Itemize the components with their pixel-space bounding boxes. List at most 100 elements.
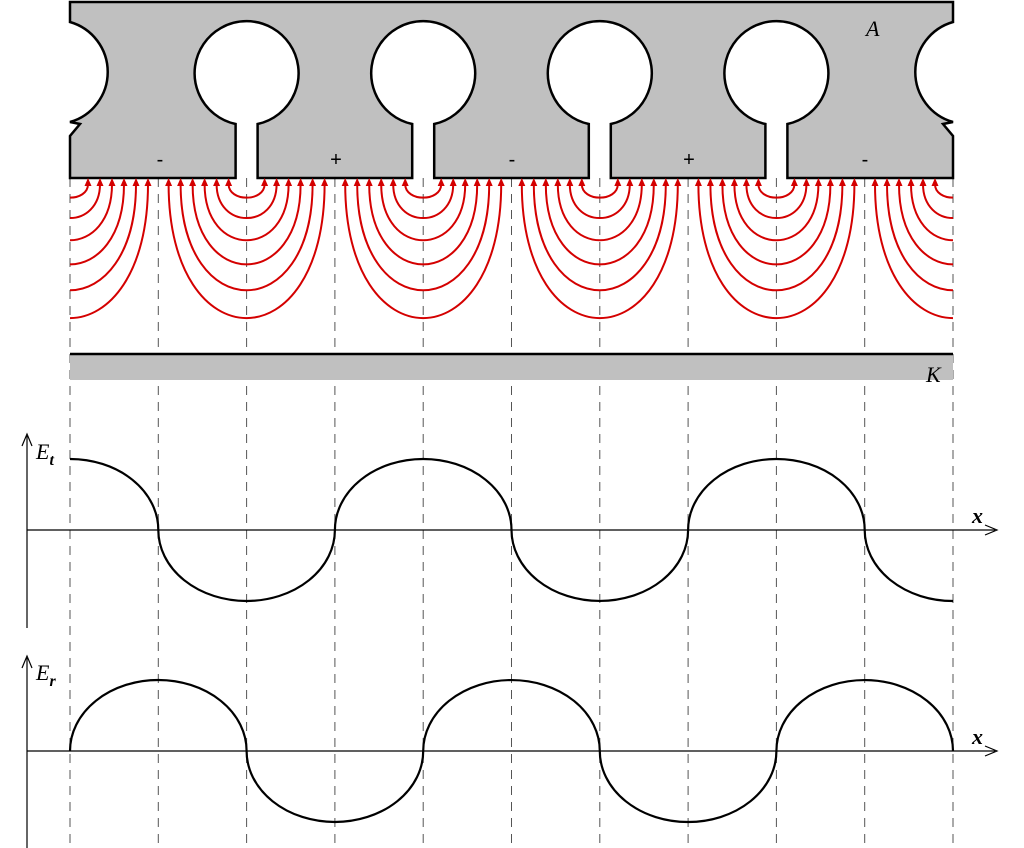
field-line-arc bbox=[70, 183, 149, 319]
field-line-arrow bbox=[650, 178, 658, 186]
anode-label: A bbox=[864, 16, 880, 41]
er-y-axis-arrow bbox=[21, 654, 33, 669]
field-line-arrow bbox=[919, 178, 927, 186]
field-line-arrow bbox=[638, 178, 646, 186]
field-line-arrow bbox=[449, 178, 457, 186]
field-line-arrow bbox=[213, 178, 221, 186]
field-line-arc bbox=[733, 183, 820, 242]
field-line-arc bbox=[191, 183, 302, 266]
et-x-label: x bbox=[971, 503, 983, 528]
field-line-arrow bbox=[132, 178, 140, 186]
field-line-arrow bbox=[530, 178, 538, 186]
segment-sign-4: + bbox=[683, 149, 695, 171]
field-line-arc bbox=[922, 183, 953, 219]
et-axis-label: Et bbox=[35, 439, 54, 469]
field-line-arrow bbox=[96, 178, 104, 186]
segment-sign-2: + bbox=[330, 149, 342, 171]
field-line-arrow bbox=[814, 178, 822, 186]
cathode-body bbox=[70, 354, 953, 380]
field-line-arc bbox=[934, 183, 953, 199]
field-line-arc bbox=[520, 183, 679, 319]
field-line-arc bbox=[544, 183, 655, 266]
field-line-arrow bbox=[341, 178, 349, 186]
field-line-arrow bbox=[850, 178, 858, 186]
field-line-arrow bbox=[802, 178, 810, 186]
field-line-arrow bbox=[437, 178, 445, 186]
field-line-arc bbox=[70, 183, 137, 292]
field-line-arrow bbox=[84, 178, 92, 186]
field-line-arc bbox=[356, 183, 491, 292]
field-line-arc bbox=[532, 183, 667, 292]
cathode-label: K bbox=[925, 362, 942, 387]
field-line-arrow bbox=[883, 178, 891, 186]
field-line-arc bbox=[179, 183, 314, 292]
field-line-arrow bbox=[674, 178, 682, 186]
edge-field-lines bbox=[70, 178, 953, 319]
field-line-arrow bbox=[790, 178, 798, 186]
field-line-arrow bbox=[473, 178, 481, 186]
field-line-arc bbox=[580, 183, 619, 199]
field-line-arc bbox=[368, 183, 479, 266]
field-lines bbox=[70, 178, 953, 319]
field-line-arrow bbox=[353, 178, 361, 186]
field-line-arrow bbox=[706, 178, 714, 186]
field-line-arc bbox=[392, 183, 455, 219]
field-line-arrow bbox=[321, 178, 329, 186]
field-line-arc bbox=[404, 183, 443, 199]
radial-field-plot: Er x bbox=[21, 654, 999, 848]
field-line-arc bbox=[70, 183, 101, 219]
field-line-arc bbox=[167, 183, 326, 319]
er-x-label: x bbox=[971, 724, 983, 749]
field-line-arrow bbox=[662, 178, 670, 186]
et-x-axis-arrow bbox=[984, 524, 999, 536]
field-line-arc bbox=[910, 183, 953, 242]
field-line-arc bbox=[745, 183, 808, 219]
field-line-arc bbox=[203, 183, 290, 242]
anode-block: A bbox=[68, 0, 955, 180]
field-line-arrow bbox=[189, 178, 197, 186]
field-line-arc bbox=[70, 183, 113, 242]
field-line-arc bbox=[556, 183, 643, 242]
er-x-axis-arrow bbox=[984, 745, 999, 757]
field-line-arrow bbox=[578, 178, 586, 186]
field-line-arrow bbox=[261, 178, 269, 186]
field-line-arrow bbox=[554, 178, 562, 186]
field-line-arrow bbox=[285, 178, 293, 186]
radial-field-curve bbox=[68, 678, 955, 824]
field-line-arrow bbox=[389, 178, 397, 186]
field-line-arrow bbox=[144, 178, 152, 186]
field-line-arrow bbox=[718, 178, 726, 186]
field-line-arrow bbox=[297, 178, 305, 186]
field-line-arrow bbox=[309, 178, 317, 186]
field-line-arrow bbox=[273, 178, 281, 186]
field-line-arc bbox=[70, 183, 125, 266]
field-line-arrow bbox=[401, 178, 409, 186]
field-line-arrow bbox=[225, 178, 233, 186]
field-line-arc bbox=[886, 183, 953, 292]
field-line-arc bbox=[709, 183, 844, 292]
field-line-arrow bbox=[871, 178, 879, 186]
field-line-arrow bbox=[542, 178, 550, 186]
tangential-field-curve bbox=[69, 457, 954, 603]
field-line-arrow bbox=[177, 178, 185, 186]
field-line-arc bbox=[380, 183, 467, 242]
field-line-arrow bbox=[518, 178, 526, 186]
field-line-arc bbox=[227, 183, 266, 199]
field-line-arrow bbox=[377, 178, 385, 186]
field-line-arrow bbox=[826, 178, 834, 186]
field-line-arrow bbox=[485, 178, 493, 186]
anode-body bbox=[68, 0, 955, 180]
field-line-arrow bbox=[931, 178, 939, 186]
field-line-arrow bbox=[907, 178, 915, 186]
field-line-arrow bbox=[120, 178, 128, 186]
er-axis-label: Er bbox=[35, 660, 56, 690]
et-y-axis-arrow bbox=[21, 432, 33, 447]
field-line-arrow bbox=[730, 178, 738, 186]
field-line-arrow bbox=[754, 178, 762, 186]
field-line-arrow bbox=[165, 178, 173, 186]
field-line-arc bbox=[568, 183, 631, 219]
field-line-arrow bbox=[895, 178, 903, 186]
field-line-arrow bbox=[461, 178, 469, 186]
field-line-arc bbox=[70, 183, 89, 199]
